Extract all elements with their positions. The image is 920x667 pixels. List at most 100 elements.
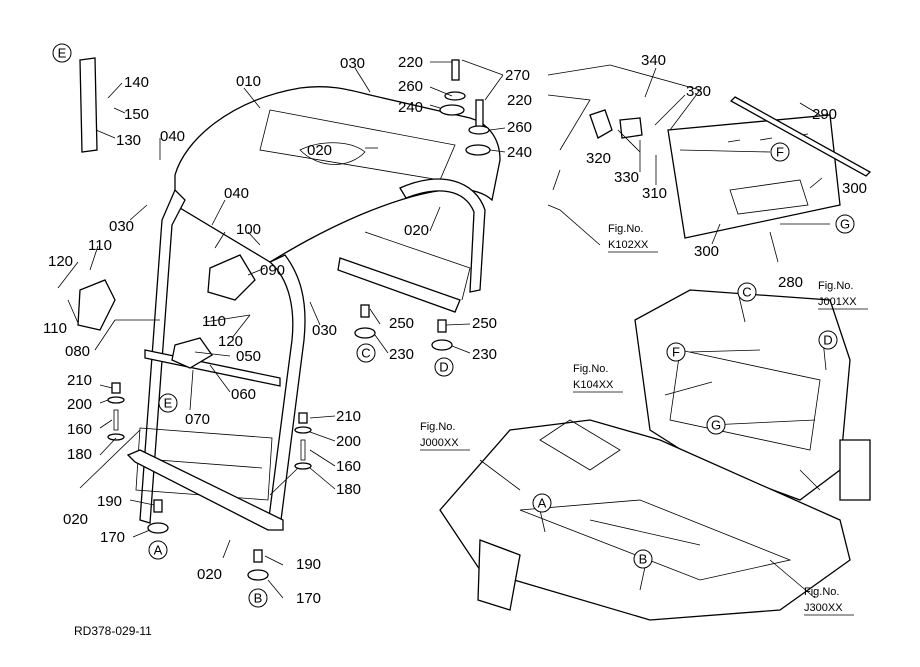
mount-stack-d xyxy=(431,319,453,351)
fig-ref-k102[interactable]: Fig.No. K102XX xyxy=(608,223,658,253)
part-label-230-a: 230 xyxy=(389,346,414,363)
part-label-270: 270 xyxy=(505,67,530,84)
part-label-110-c: 110 xyxy=(202,313,226,330)
part-label-230-b: 230 xyxy=(472,346,497,363)
svg-text:Fig.No.: Fig.No. xyxy=(804,586,839,598)
bracket-080 xyxy=(77,279,116,331)
part-label-100: 100 xyxy=(236,221,261,238)
part-label-280: 280 xyxy=(778,274,803,291)
svg-text:D: D xyxy=(439,360,448,375)
callout-f-panel: F xyxy=(770,142,790,162)
mount-stack-c xyxy=(354,304,376,339)
fig-ref-j300[interactable]: Fig.No. J300XX xyxy=(804,586,854,616)
part-label-040-b: 040 xyxy=(224,185,249,202)
callout-d-left: D xyxy=(434,357,454,377)
callout-f-base: F xyxy=(666,342,686,362)
part-label-310: 310 xyxy=(642,185,667,202)
part-label-250-b: 250 xyxy=(472,315,497,332)
part-label-020-c: 020 xyxy=(63,511,88,528)
part-label-240-a: 240 xyxy=(398,99,423,116)
part-label-040-a: 040 xyxy=(160,128,185,145)
svg-text:C: C xyxy=(361,346,370,361)
part-label-290: 290 xyxy=(812,106,837,123)
part-label-110-b: 110 xyxy=(43,320,67,337)
callout-e-frame: E xyxy=(158,393,178,413)
svg-text:J300XX: J300XX xyxy=(804,602,843,614)
machine-base-frame xyxy=(439,289,871,621)
part-label-020-d: 020 xyxy=(197,566,222,583)
part-label-080: 080 xyxy=(65,343,90,360)
part-label-170-a: 170 xyxy=(100,529,125,546)
svg-text:C: C xyxy=(742,285,751,300)
svg-text:B: B xyxy=(639,552,648,567)
bracket-090 xyxy=(207,254,256,301)
part-label-300-b: 300 xyxy=(694,243,719,260)
svg-text:K102XX: K102XX xyxy=(608,239,649,251)
callout-e-top: E xyxy=(52,43,72,63)
part-label-070: 070 xyxy=(185,411,210,428)
part-label-090: 090 xyxy=(260,262,285,279)
mount-stack-b xyxy=(247,549,269,581)
svg-text:E: E xyxy=(58,46,67,61)
stay-130 xyxy=(79,57,98,153)
part-label-330-b: 330 xyxy=(614,169,639,186)
callout-g-panel: G xyxy=(835,214,855,234)
svg-text:B: B xyxy=(254,591,263,606)
right-bolt-stack xyxy=(294,412,312,470)
part-labels: 140 150 130 040 010 030 220 260 240 270 … xyxy=(43,52,867,607)
top-bolt-stack-right xyxy=(465,99,491,156)
part-label-120-a: 120 xyxy=(48,253,73,270)
svg-text:Fig.No.: Fig.No. xyxy=(608,223,643,235)
hinge-320-330 xyxy=(589,109,643,139)
svg-text:Fig.No.: Fig.No. xyxy=(573,363,608,375)
part-label-190-a: 190 xyxy=(97,493,122,510)
part-label-140: 140 xyxy=(124,74,149,91)
part-label-010: 010 xyxy=(236,73,261,90)
svg-text:A: A xyxy=(538,496,547,511)
part-label-210-b: 210 xyxy=(336,408,361,425)
svg-text:F: F xyxy=(672,345,680,360)
part-label-150: 150 xyxy=(124,106,149,123)
bracket-050 xyxy=(171,337,213,369)
callout-d-base: D xyxy=(818,330,838,350)
part-label-180-a: 180 xyxy=(67,446,92,463)
part-label-130: 130 xyxy=(116,132,141,149)
svg-text:K104XX: K104XX xyxy=(573,379,614,391)
callout-b-base: B xyxy=(633,549,653,569)
svg-text:A: A xyxy=(154,543,163,558)
part-label-340: 340 xyxy=(641,52,666,69)
part-label-060: 060 xyxy=(231,386,256,403)
part-label-020-a: 020 xyxy=(307,142,332,159)
fig-ref-j000[interactable]: Fig.No. J000XX xyxy=(420,421,470,451)
part-label-260-b: 260 xyxy=(507,119,532,136)
part-label-110-a: 110 xyxy=(88,237,112,254)
svg-text:Fig.No.: Fig.No. xyxy=(818,280,853,292)
part-label-220-a: 220 xyxy=(398,54,423,71)
svg-text:G: G xyxy=(840,217,850,232)
part-label-160-b: 160 xyxy=(336,458,361,475)
part-label-210-a: 210 xyxy=(67,372,92,389)
part-label-180-b: 180 xyxy=(336,481,361,498)
part-label-250-a: 250 xyxy=(389,315,414,332)
top-bolt-stack-left xyxy=(439,59,466,116)
fig-ref-j001[interactable]: Fig.No. J001XX xyxy=(818,280,868,310)
part-label-120-b: 120 xyxy=(218,333,243,350)
fig-ref-k104[interactable]: Fig.No. K104XX xyxy=(573,363,623,393)
svg-text:E: E xyxy=(164,396,173,411)
part-label-300-a: 300 xyxy=(842,180,867,197)
part-label-320: 320 xyxy=(586,150,611,167)
callout-a-left: A xyxy=(148,540,168,560)
callout-c-base: C xyxy=(737,282,757,302)
callout-c-left: C xyxy=(356,343,376,363)
leader-lines xyxy=(57,59,830,599)
part-label-220-b: 220 xyxy=(507,92,532,109)
part-label-030-b: 030 xyxy=(109,218,134,235)
part-label-030-c: 030 xyxy=(312,322,337,339)
part-label-020-b: 020 xyxy=(404,222,429,239)
callout-a-base: A xyxy=(532,493,552,513)
left-bolt-stack xyxy=(107,382,125,441)
callout-g-base: G xyxy=(706,415,726,435)
part-label-240-b: 240 xyxy=(507,144,532,161)
machine-outline-k102 xyxy=(547,64,701,246)
svg-text:J001XX: J001XX xyxy=(818,296,857,308)
